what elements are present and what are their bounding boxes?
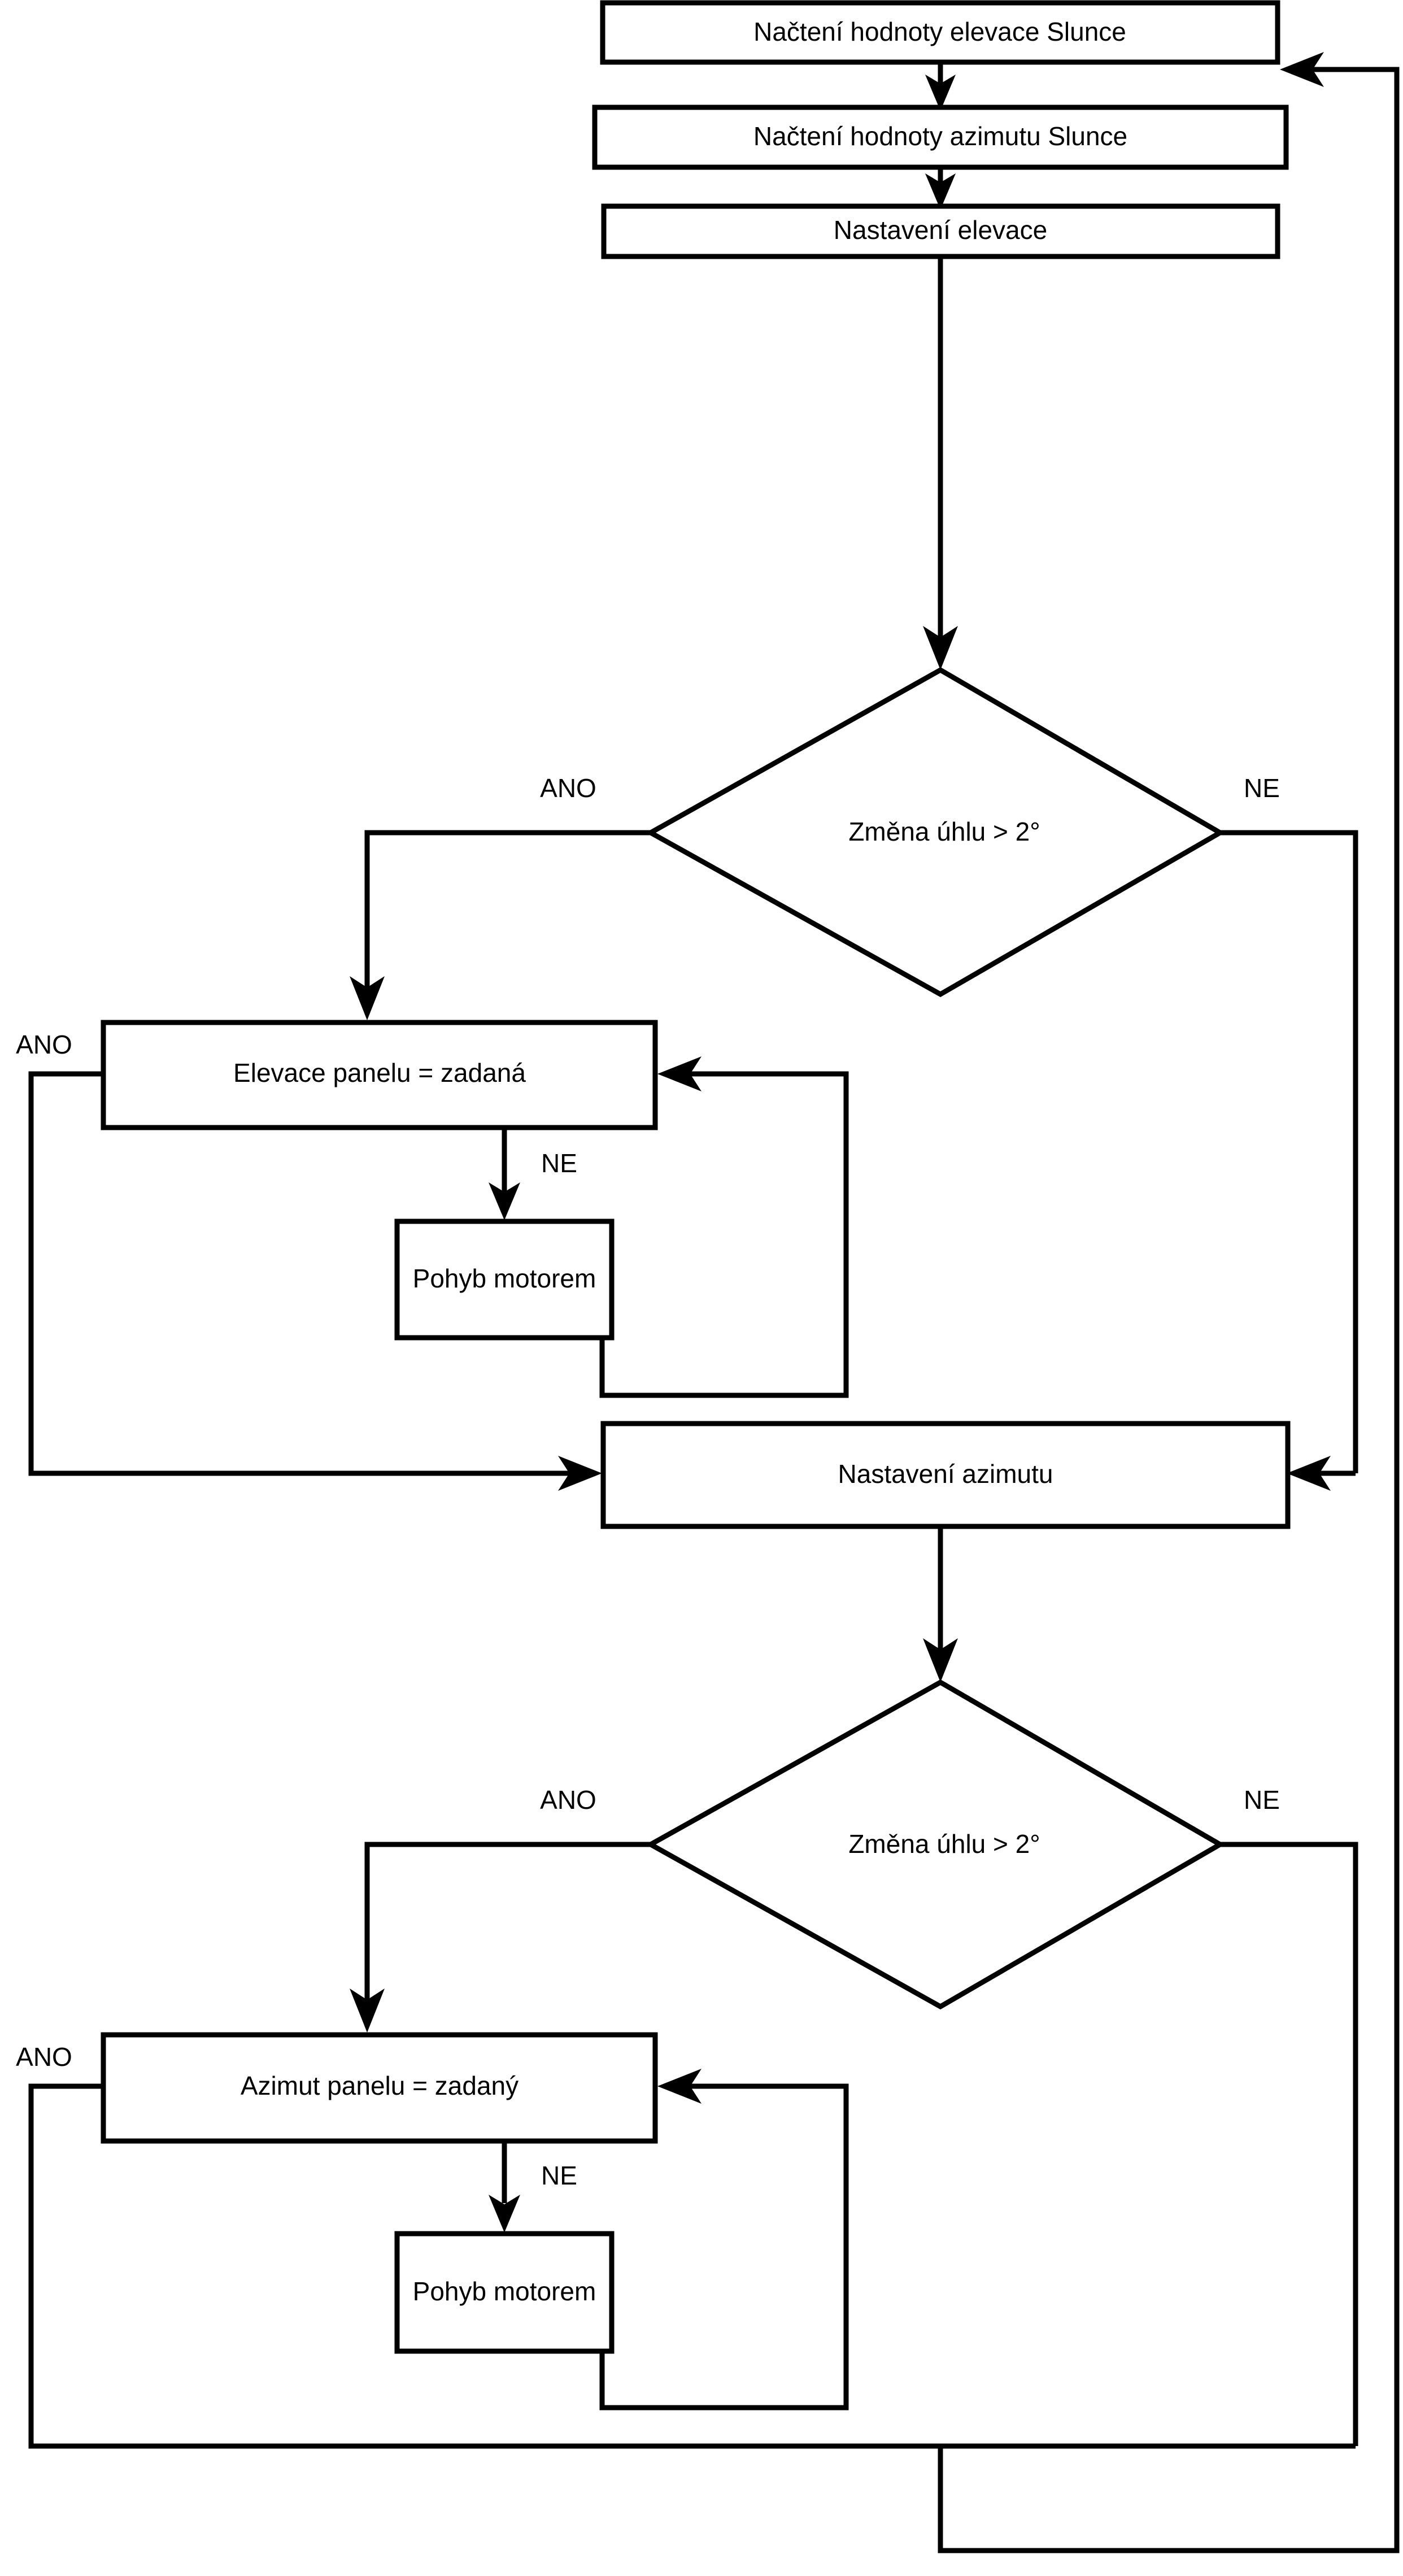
node-decision-azimuth[interactable]: Změna úhlu > 2° — [645, 1679, 1225, 2010]
edge-dec-azim-no — [1220, 1842, 1358, 2446]
node-decision-elevation[interactable]: Změna úhlu > 2° — [645, 667, 1225, 998]
node-panel-elevation-equals-label: Elevace panelu = zadaná — [233, 1058, 526, 1087]
arrowhead-set-azim-left — [558, 1456, 602, 1491]
node-motor-move-elevation-shape[interactable] — [394, 1219, 615, 1341]
edge-label-panel-elev-yes: ANO — [16, 1030, 72, 1059]
arrowhead-dec-azim — [923, 1638, 958, 1682]
edge-label-dec-azim-no: NE — [1244, 1785, 1280, 1814]
edge-dec-azim-yes — [364, 1842, 651, 2003]
node-read-azimuth-label: Načtení hodnoty azimutu Slunce — [753, 121, 1127, 151]
node-panel-azimuth-equals-shape[interactable] — [101, 2032, 658, 2144]
edge-motor2-loopback — [599, 2083, 849, 2410]
node-set-elevation-label: Nastavení elevace — [834, 215, 1047, 245]
node-panel-elevation-equals[interactable]: Elevace panelu = zadaná — [101, 1020, 658, 1130]
node-layer: Načtení hodnoty elevace Slunce Načtení h… — [101, 0, 1291, 2354]
node-decision-elevation-shape[interactable] — [645, 667, 1225, 998]
node-motor-move-elevation-label: Pohyb motorem — [413, 1264, 596, 1293]
edge-label-dec-elev-no: NE — [1244, 773, 1280, 803]
node-panel-azimuth-equals-label: Azimut panelu = zadaný — [241, 2071, 518, 2100]
edge-global-loopback — [938, 67, 1400, 2553]
node-set-elevation-shape[interactable] — [601, 203, 1280, 259]
arrowhead-read-elev-return — [1280, 52, 1324, 87]
node-set-azimuth-label: Nastavení azimutu — [838, 1459, 1053, 1489]
arrowhead-read-azim — [925, 75, 956, 111]
arrowhead-panel-elev-right — [657, 1056, 702, 1091]
arrowhead-set-elev — [925, 173, 956, 210]
edge-motor1-loopback — [599, 1071, 849, 1398]
node-read-elevation[interactable]: Načtení hodnoty elevace Slunce — [600, 0, 1280, 65]
node-read-elevation-label: Načtení hodnoty elevace Slunce — [753, 17, 1126, 46]
node-read-elevation-shape[interactable] — [600, 0, 1280, 65]
edge-label-panel-azim-yes: ANO — [16, 2042, 72, 2072]
node-motor-move-azimuth-shape[interactable] — [394, 2231, 615, 2354]
arrowhead-set-azim-right — [1287, 1456, 1331, 1491]
edge-panel-azim-yes — [28, 2083, 1356, 2449]
node-read-azimuth-shape[interactable] — [592, 105, 1289, 170]
node-set-elevation[interactable]: Nastavení elevace — [601, 203, 1280, 259]
edge-label-layer: ANO NE ANO NE ANO NE ANO NE — [16, 773, 1280, 2190]
node-set-azimuth[interactable]: Nastavení azimutu — [600, 1421, 1291, 1529]
node-set-azimuth-shape[interactable] — [600, 1421, 1291, 1529]
connector-layer — [28, 52, 1400, 2553]
node-decision-elevation-label: Změna úhlu > 2° — [848, 817, 1040, 846]
arrowhead-panel-azim-top — [350, 1988, 385, 2033]
node-decision-azimuth-shape[interactable] — [645, 1679, 1225, 2010]
arrowhead-panel-azim-right — [657, 2069, 702, 2104]
node-motor-move-elevation[interactable]: Pohyb motorem — [394, 1219, 615, 1341]
node-decision-azimuth-label: Změna úhlu > 2° — [848, 1829, 1040, 1859]
arrowhead-panel-elev-top — [350, 976, 385, 1020]
edge-label-panel-azim-no: NE — [541, 2161, 577, 2190]
node-panel-azimuth-equals[interactable]: Azimut panelu = zadaný — [101, 2032, 658, 2144]
edge-dec-elev-yes — [364, 830, 651, 990]
edge-label-dec-azim-yes: ANO — [540, 1785, 596, 1814]
edge-dec-elev-no — [1220, 830, 1358, 1473]
edge-label-dec-elev-yes: ANO — [540, 773, 596, 803]
arrowhead-motor1 — [489, 1182, 520, 1220]
arrowhead-dec-elev — [923, 626, 958, 670]
node-read-azimuth[interactable]: Načtení hodnoty azimutu Slunce — [592, 105, 1289, 170]
node-motor-move-azimuth[interactable]: Pohyb motorem — [394, 2231, 615, 2354]
edge-label-panel-elev-no: NE — [541, 1148, 577, 1178]
node-panel-elevation-equals-shape[interactable] — [101, 1020, 658, 1130]
node-motor-move-azimuth-label: Pohyb motorem — [413, 2277, 596, 2306]
edge-panel-elev-yes — [28, 1071, 572, 1476]
arrowhead-motor2 — [489, 2195, 520, 2233]
